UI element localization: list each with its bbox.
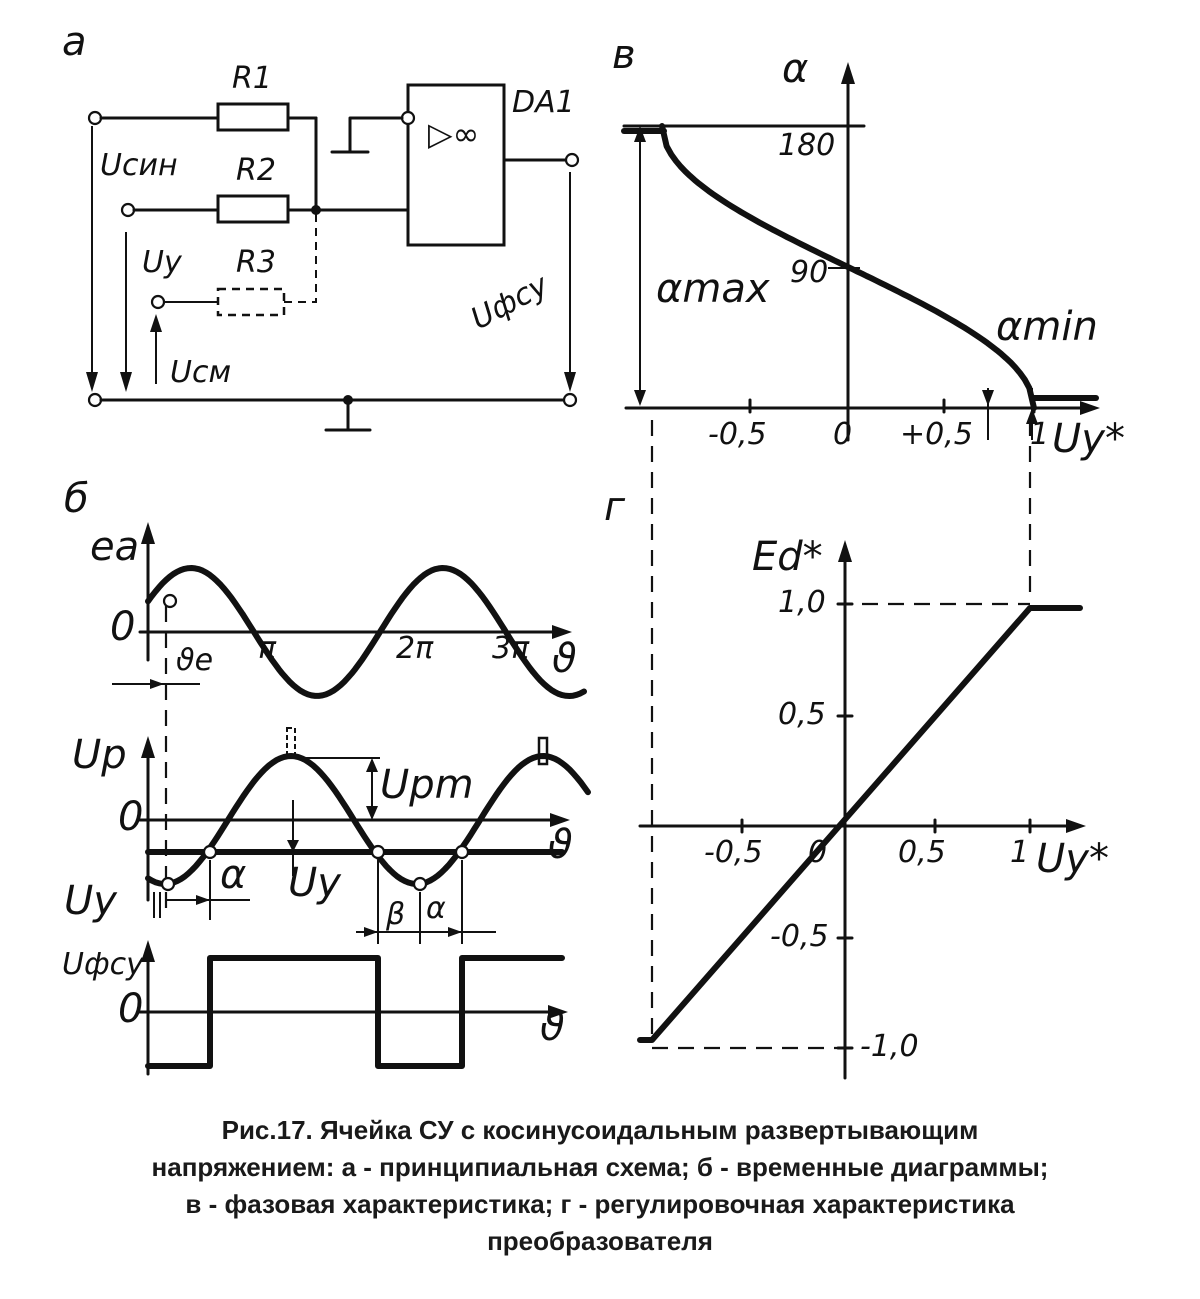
resistor-r3 bbox=[216, 287, 286, 317]
label-usm: Uсм bbox=[170, 355, 231, 390]
ufsu-zero: 0 bbox=[118, 986, 143, 1032]
panel-letter-v: в bbox=[612, 32, 636, 78]
circuit-schematic: а R1 R2 R3 ▷∞ DA1 bbox=[62, 19, 580, 432]
resistor-r1 bbox=[216, 102, 290, 132]
label-r2: R2 bbox=[236, 153, 276, 188]
g-x-tick-0-5: 0,5 bbox=[898, 835, 946, 870]
tick-3pi: 3π bbox=[492, 631, 530, 666]
up-zero: 0 bbox=[118, 794, 143, 840]
terminal-uy bbox=[120, 202, 136, 218]
caption-line-2: напряжением: а - принципиальная схема; б… bbox=[151, 1152, 1049, 1182]
opamp-symbol: ▷∞ bbox=[428, 115, 479, 153]
time-diagrams: б eа 0 π 2π 3π ϑ ϑe Uр 0 ϑ Uр bbox=[62, 476, 591, 1076]
tick-pi: π bbox=[258, 631, 277, 666]
uy-middle-label: Uу bbox=[288, 860, 342, 906]
x-tick-minus-0-5: -0,5 bbox=[708, 417, 767, 452]
beta-label: β bbox=[385, 897, 405, 932]
summing-node bbox=[311, 205, 321, 215]
caption-line-1: Рис.17. Ячейка СУ с косинусоидальным раз… bbox=[221, 1115, 979, 1145]
x-tick-plus-0-5: +0,5 bbox=[900, 417, 973, 452]
ea-label: eа bbox=[90, 524, 139, 570]
resistor-r2 bbox=[216, 194, 290, 224]
label-uy: Uу bbox=[142, 245, 183, 280]
theta-label-3: ϑ bbox=[540, 1004, 565, 1050]
alpha-max-label: αmax bbox=[656, 266, 770, 312]
y-tick-minus-0-5: -0,5 bbox=[770, 919, 829, 954]
label-da1: DA1 bbox=[512, 85, 575, 120]
caption-line-4: преобразователя bbox=[487, 1226, 713, 1256]
theta-label-2: ϑ bbox=[548, 822, 573, 868]
panel-letter-a: а bbox=[62, 19, 87, 65]
opamp-da1 bbox=[406, 83, 506, 247]
uy-left-label: Uу bbox=[64, 878, 118, 924]
y-tick-1-0: 1,0 bbox=[778, 585, 826, 620]
caption-line-3: в - фазовая характеристика; г - регулиро… bbox=[185, 1189, 1015, 1219]
ufsu-label: Uфсу bbox=[62, 947, 145, 982]
phase-characteristic: в α 180 90 -0,5 0 +0,5 1 Uу* αmax α bbox=[612, 32, 1125, 462]
g-x-axis-label: Uу* bbox=[1036, 836, 1109, 882]
terminal-common-left bbox=[87, 392, 103, 408]
y-tick-0-5: 0,5 bbox=[778, 697, 826, 732]
alpha-right-label: α bbox=[426, 891, 446, 926]
terminal-common-right bbox=[562, 392, 578, 408]
ed-axis-label: Ed* bbox=[752, 534, 823, 580]
label-r1: R1 bbox=[232, 61, 272, 96]
theta-label-1: ϑ bbox=[552, 636, 577, 682]
ea-zero: 0 bbox=[110, 604, 135, 650]
terminal-usin bbox=[87, 110, 103, 126]
ufsu-pulse-train bbox=[145, 955, 565, 1069]
figure-caption: Рис.17. Ячейка СУ с косинусоидальным раз… bbox=[60, 1112, 1140, 1260]
ea-sine-wave bbox=[145, 565, 587, 699]
opamp-inverting-input bbox=[400, 110, 416, 126]
alpha-min-label: αmin bbox=[996, 304, 1098, 350]
tick-90: 90 bbox=[790, 255, 828, 290]
terminal-usm bbox=[150, 294, 166, 310]
terminal-output bbox=[564, 152, 580, 168]
ed-characteristic-line bbox=[637, 605, 1083, 1043]
g-x-tick-minus-0-5: -0,5 bbox=[704, 835, 763, 870]
panel-letter-b: б bbox=[64, 476, 89, 522]
regulation-characteristic: г Ed* 1,0 0,5 -0,5 -1,0 -0,5 0 0,5 1 Uу* bbox=[604, 484, 1109, 1080]
upm-label: Uрm bbox=[380, 762, 474, 808]
alpha-curve bbox=[659, 123, 1037, 411]
label-r3: R3 bbox=[236, 245, 276, 280]
x-tick-0: 0 bbox=[833, 417, 852, 452]
up-cosine-wave bbox=[145, 753, 591, 887]
label-usin: Uсин bbox=[100, 148, 178, 183]
tick-2pi: 2π bbox=[396, 631, 434, 666]
g-x-tick-1: 1 bbox=[1010, 835, 1029, 870]
x-axis-label: Uу* bbox=[1052, 416, 1125, 462]
alpha-axis-label: α bbox=[782, 46, 808, 92]
tick-180: 180 bbox=[778, 128, 835, 163]
y-tick-minus-1-0: -1,0 bbox=[860, 1029, 919, 1064]
figure-17: а R1 R2 R3 ▷∞ DA1 bbox=[62, 19, 1125, 1080]
x-tick-1: 1 bbox=[1030, 417, 1049, 452]
label-ufsu: Uфсу bbox=[465, 267, 555, 337]
panel-letter-g: г bbox=[604, 484, 626, 530]
up-label: Uр bbox=[72, 732, 127, 778]
theta-e-label: ϑe bbox=[176, 643, 213, 678]
alpha-time-label: α bbox=[220, 852, 246, 898]
